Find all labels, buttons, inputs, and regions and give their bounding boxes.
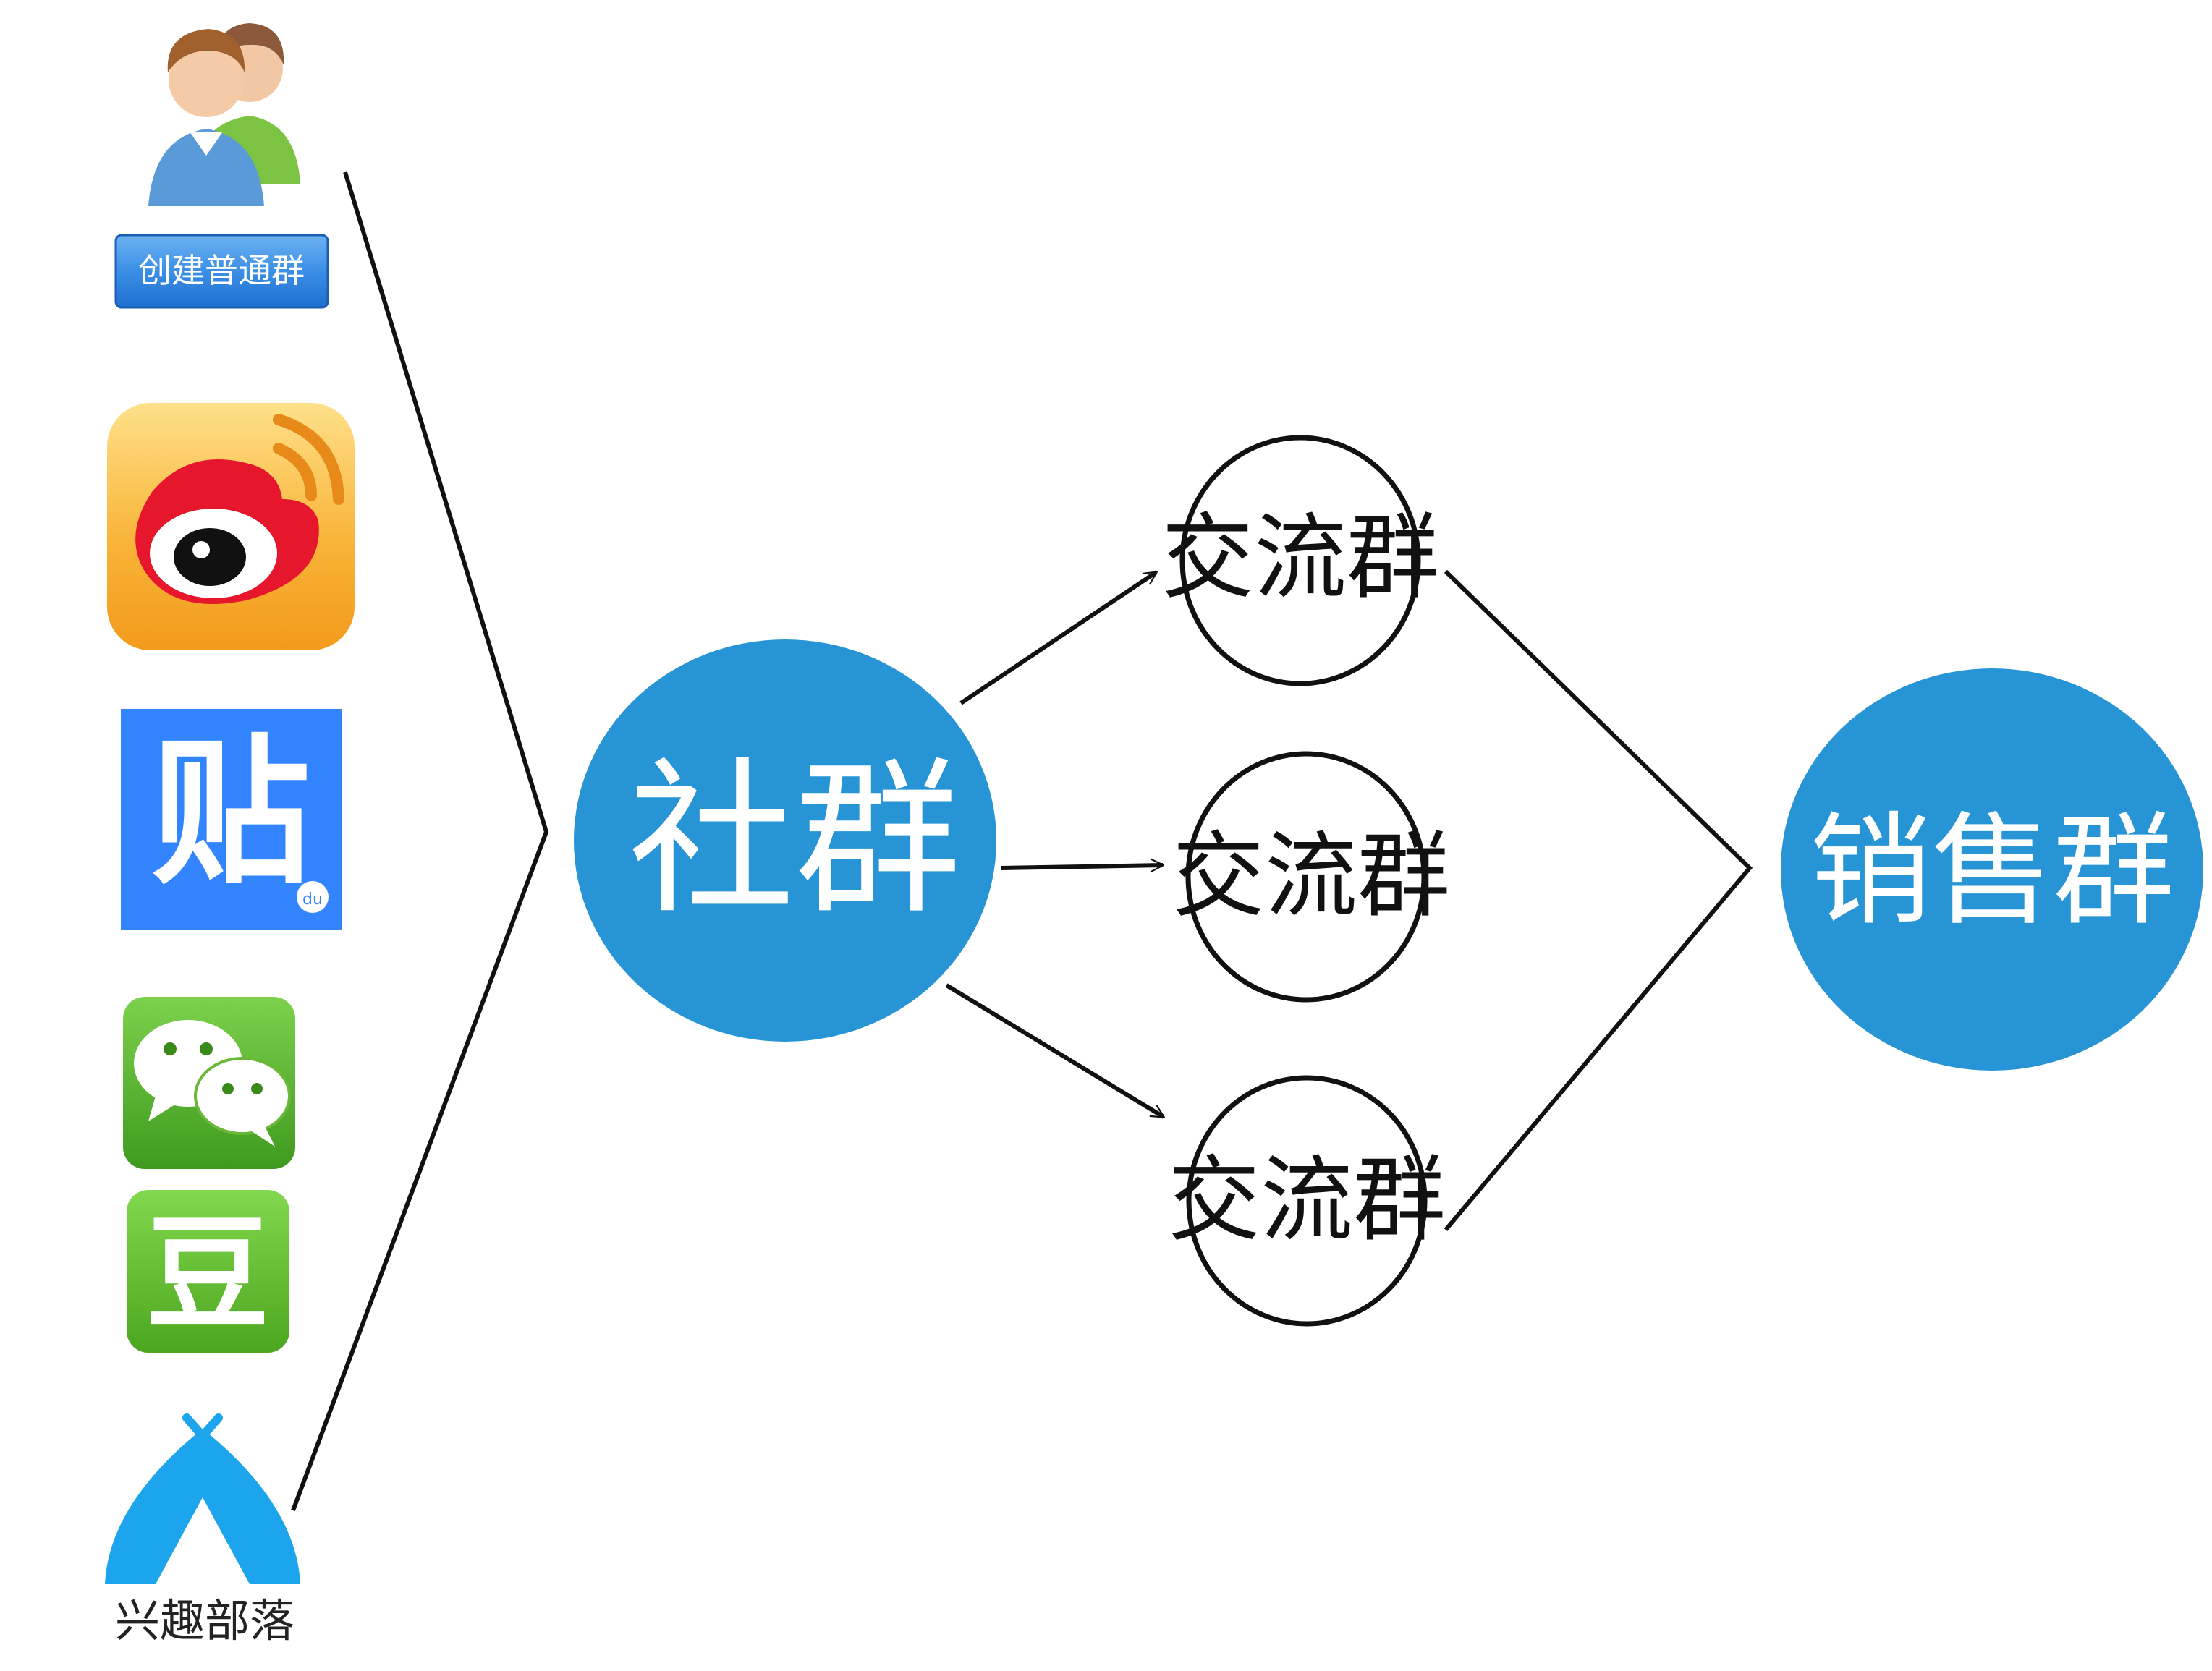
exchange-group-node: 交流群	[1168, 1075, 1446, 1327]
hub-node: 社群	[574, 639, 996, 1042]
arrow-hub-to-exchange-2	[1000, 865, 1163, 868]
wechat-icon	[123, 997, 295, 1169]
arrow-hub-to-exchange-3	[945, 983, 1164, 1119]
hub-label: 社群	[628, 744, 961, 937]
exchange-group-node: 交流群	[1172, 751, 1450, 1003]
tieba-icon: 贴 du	[121, 709, 342, 930]
douban-glyph: 豆	[146, 1203, 269, 1346]
exchange-to-sales-line	[1444, 569, 1753, 1231]
source-funnel-line	[291, 171, 549, 1512]
exchange-group-label: 交流群	[1172, 822, 1450, 930]
tieba-glyph: 贴	[151, 720, 310, 906]
tieba-badge: du	[302, 890, 323, 909]
people-icon	[148, 23, 300, 206]
create-group-label: 创建普通群	[138, 251, 305, 290]
create-group-button[interactable]: 创建普通群	[114, 234, 329, 309]
interest-tribe-label: 兴趣部落	[115, 1594, 294, 1647]
exchange-group-label: 交流群	[1161, 504, 1439, 612]
weibo-icon	[107, 403, 355, 650]
interest-tribe-icon	[105, 1413, 300, 1584]
sales-node: 销售群	[1781, 668, 2203, 1071]
sales-label: 销售群	[1810, 800, 2174, 942]
exchange-group-label: 交流群	[1168, 1147, 1446, 1254]
douban-icon: 豆	[127, 1190, 289, 1353]
arrow-hub-to-exchange-1	[959, 570, 1156, 705]
exchange-group-node: 交流群	[1161, 435, 1439, 686]
